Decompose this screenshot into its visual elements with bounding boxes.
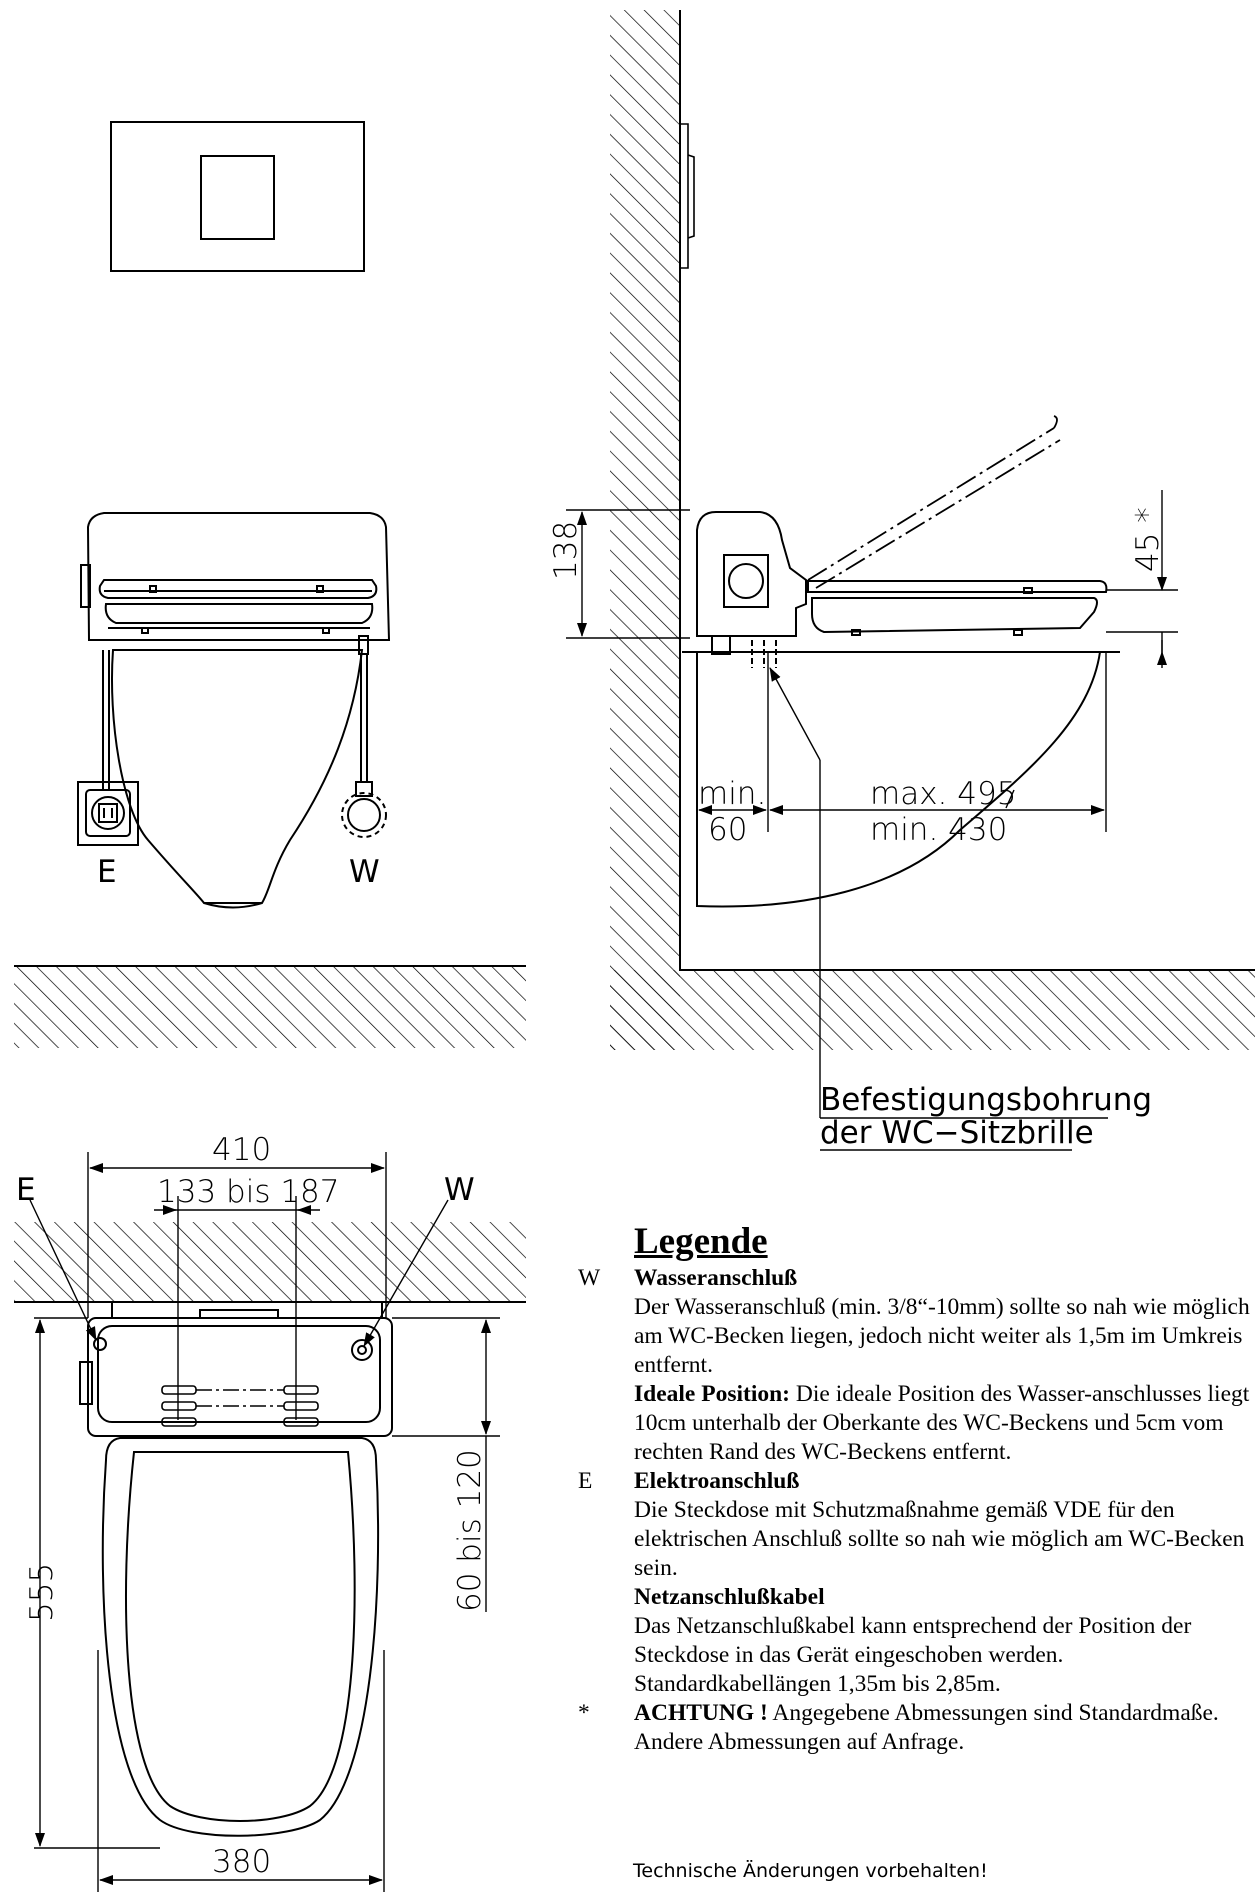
legend-sub-heading: Ideale Position:: [634, 1381, 791, 1407]
top-view: 410 133 bis 187 E W 555 60 bis 120 380: [14, 1132, 526, 1892]
dim-hole-spacing: 133 bis 187: [157, 1174, 340, 1210]
front-e-label: E: [97, 854, 117, 890]
flush-plate: [110, 121, 365, 272]
dim-min-value: 60: [708, 812, 747, 848]
legend: Legende W Wasseranschluß Der Wasseransch…: [578, 1222, 1258, 1757]
front-cover: [86, 512, 391, 641]
side-view: 138 45 * min. 60 max. 495 min. 430 Befes…: [548, 10, 1255, 1151]
dim-side-height: 138: [548, 521, 584, 580]
top-wall: [14, 1222, 526, 1302]
dim-lid-clearance: 45 *: [1130, 507, 1166, 572]
top-e-label: E: [16, 1172, 36, 1208]
legend-sub-text: Das Netzanschlußkabel kann entsprechend …: [634, 1613, 1198, 1697]
top-seat: [101, 1437, 380, 1837]
legend-heading: Wasseranschluß: [634, 1265, 798, 1291]
front-floor: [14, 966, 526, 1048]
dim-max-label: max. 495: [870, 776, 1016, 812]
legend-sub-heading: Netzanschlußkabel: [634, 1584, 825, 1610]
front-w-label: W: [349, 854, 380, 890]
side-unit: [696, 511, 807, 637]
legend-entry-note: * ACHTUNG ! Angegebene Abmessungen sind …: [578, 1699, 1258, 1757]
legend-sub-text: Die ideale Position des Wasser-anschluss…: [634, 1381, 1250, 1465]
flush-button: [200, 155, 275, 240]
front-view: [77, 121, 391, 909]
footnote: Technische Änderungen vorbehalten!: [633, 1860, 988, 1882]
legend-text: Angegebene Abmessungen sind Standardmaße…: [634, 1700, 1219, 1755]
legend-text: Die Steckdose mit Schutzmaßnahme gemäß V…: [634, 1497, 1245, 1581]
dim-seat-width: 380: [212, 1844, 271, 1880]
legend-heading: Elektroanschluß: [634, 1468, 800, 1494]
side-floor: [610, 970, 1255, 1050]
legend-entry-electric: E Elektroanschluß Die Steckdose mit Schu…: [578, 1467, 1258, 1699]
top-w-label: W: [444, 1172, 475, 1208]
dim-min-label: min.: [698, 776, 766, 812]
dim-wall-distance: 60 bis 120: [452, 1449, 488, 1612]
front-bowl: [110, 649, 364, 904]
side-bowl: [696, 651, 1101, 908]
dim-min-length: min. 430: [870, 812, 1007, 848]
side-wall: [610, 10, 680, 1050]
legend-key: *: [578, 1700, 590, 1726]
legend-heading: ACHTUNG !: [634, 1700, 768, 1726]
legend-key: E: [578, 1468, 593, 1494]
legend-key: W: [578, 1265, 601, 1291]
legend-entry-water: W Wasseranschluß Der Wasseranschluß (min…: [578, 1264, 1258, 1467]
socket: [77, 781, 139, 846]
dim-total-length: 555: [24, 1563, 60, 1622]
mounting-label-1: Befestigungsbohrung: [820, 1082, 1152, 1118]
water-valve: [347, 798, 381, 832]
dim-top-width: 410: [212, 1132, 271, 1168]
top-unit: [87, 1317, 393, 1437]
legend-text: Der Wasseranschluß (min. 3/8“-10mm) soll…: [634, 1294, 1250, 1378]
mounting-label-2: der WC−Sitzbrille: [820, 1115, 1094, 1151]
legend-title: Legende: [634, 1221, 768, 1262]
